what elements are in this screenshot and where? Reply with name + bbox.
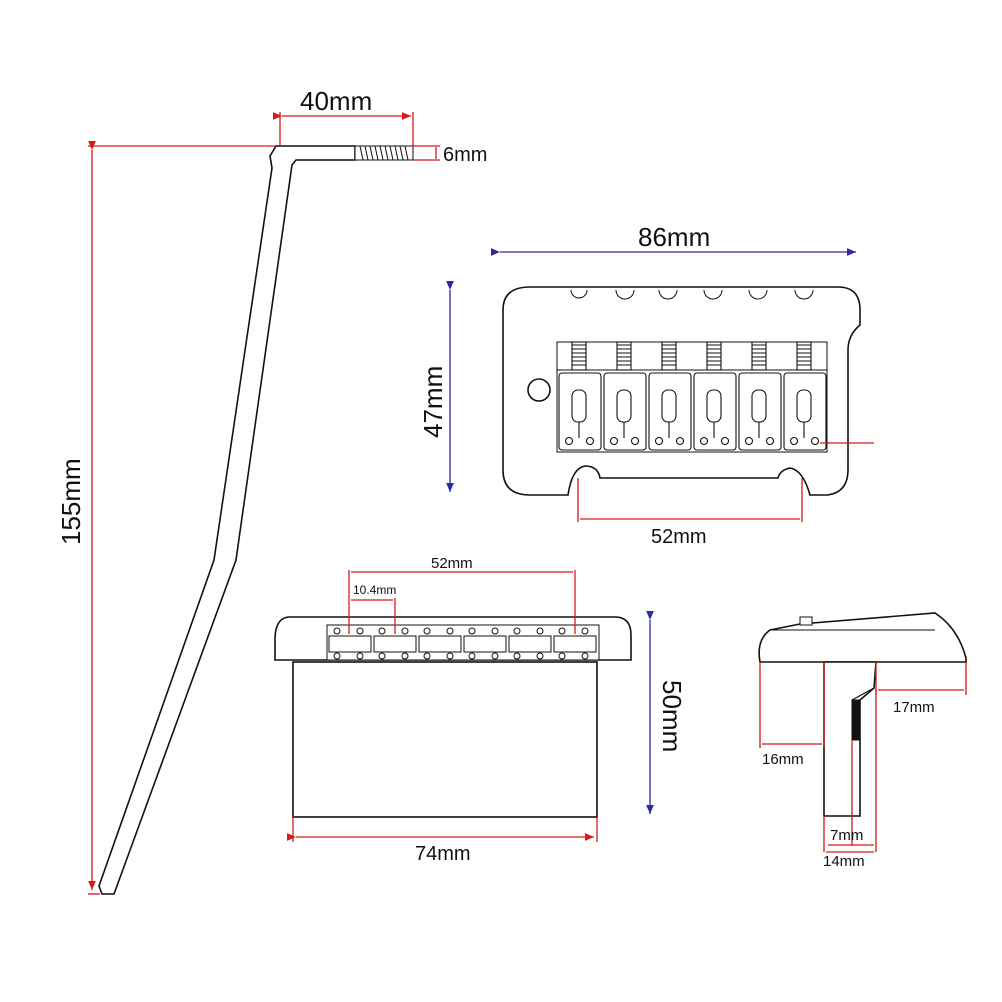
- dim-arm-bend-width: 40mm: [272, 86, 414, 146]
- saddles: [558, 372, 827, 451]
- label-6mm: 6mm: [443, 144, 487, 166]
- label-14mm: 14mm: [823, 853, 865, 870]
- string-holes: [570, 289, 814, 300]
- label-52mm-studs: 52mm: [651, 526, 707, 548]
- dim-arm-thread: 6mm: [413, 144, 487, 166]
- bridge-front-view: [274, 616, 632, 818]
- arm-thread-icon: [354, 145, 414, 161]
- label-7mm: 7mm: [830, 827, 863, 844]
- saddle-springs: [571, 341, 812, 371]
- dim-stud-spacing: 52mm: [577, 442, 874, 548]
- saddle-plate: [556, 341, 828, 453]
- front-saddles: [328, 627, 597, 660]
- arm-socket-icon: [527, 378, 551, 402]
- dim-block-thickness: 7mm 14mm: [823, 688, 877, 870]
- label-155mm: 155mm: [56, 458, 86, 545]
- bridge-side-view: [758, 612, 967, 817]
- dim-block-height: 50mm: [646, 610, 687, 814]
- label-10-4mm: 10.4mm: [353, 583, 396, 597]
- bridge-top-view: [502, 286, 861, 496]
- label-50mm: 50mm: [657, 680, 687, 752]
- dim-side-rear: 17mm: [875, 662, 967, 716]
- label-40mm: 40mm: [300, 86, 372, 116]
- dim-bridge-depth: 47mm: [418, 280, 454, 492]
- dim-block-width: 74mm: [286, 817, 598, 865]
- label-17mm: 17mm: [893, 699, 935, 716]
- dim-saddle-span: 52mm: [348, 555, 576, 634]
- label-52mm-saddles: 52mm: [431, 555, 473, 572]
- label-86mm: 86mm: [638, 222, 710, 252]
- dim-saddle-spacing: 10.4mm: [351, 583, 396, 634]
- label-16mm: 16mm: [762, 751, 804, 768]
- label-47mm: 47mm: [418, 366, 448, 438]
- dim-bridge-width: 86mm: [490, 222, 856, 256]
- tremolo-arm: [98, 145, 414, 895]
- dim-side-front: 16mm: [759, 662, 825, 768]
- label-74mm: 74mm: [415, 843, 471, 865]
- sustain-block: [292, 661, 598, 818]
- dim-arm-length: 155mm: [56, 140, 276, 895]
